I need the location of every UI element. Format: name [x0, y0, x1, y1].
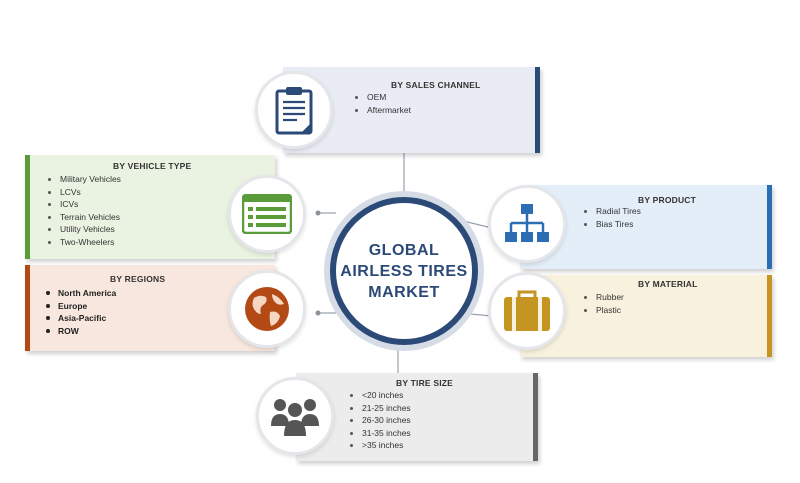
segment-items: Rubber Plastic	[582, 291, 624, 316]
briefcase-icon	[488, 272, 566, 350]
segment-title: BY VEHICLE TYPE	[113, 161, 192, 171]
list-item: Radial Tires	[582, 205, 641, 218]
list-item: Utility Vehicles	[46, 223, 121, 236]
clipboard-icon	[255, 71, 333, 149]
connector-product	[454, 218, 493, 229]
segment-items: OEM Aftermarket	[353, 91, 411, 116]
people-group-icon	[256, 377, 334, 455]
list-item: Terrain Vehicles	[46, 211, 121, 224]
market-title-line: AIRLESS TIRES	[340, 262, 468, 280]
list-item: Plastic	[582, 304, 624, 317]
globe-icon	[228, 270, 306, 348]
hierarchy-icon	[488, 185, 566, 263]
market-title-circle: GLOBAL AIRLESS TIRES MARKET	[330, 197, 478, 345]
list-item: ROW	[44, 325, 116, 338]
list-item: Asia-Pacific	[44, 312, 116, 325]
list-window-icon	[228, 175, 306, 253]
list-item: OEM	[353, 91, 411, 104]
list-item: Europe	[44, 300, 116, 313]
list-item: Rubber	[582, 291, 624, 304]
segment-items: Military Vehicles LCVs ICVs Terrain Vehi…	[46, 173, 121, 248]
list-item: Military Vehicles	[46, 173, 121, 186]
segment-items: Radial Tires Bias Tires	[582, 205, 641, 230]
market-title-line: MARKET	[368, 283, 440, 301]
list-item: Aftermarket	[353, 104, 411, 117]
list-item: Bias Tires	[582, 218, 641, 231]
list-item: North America	[44, 287, 116, 300]
segment-card-tire-size: BY TIRE SIZE <20 inches 21-25 inches 26-…	[296, 373, 538, 461]
segment-title: BY SALES CHANNEL	[391, 80, 481, 90]
list-item: <20 inches	[348, 389, 411, 402]
segment-title: BY PRODUCT	[638, 195, 697, 205]
list-item: >35 inches	[348, 439, 411, 452]
segment-items: North America Europe Asia-Pacific ROW	[44, 287, 116, 337]
list-item: 21-25 inches	[348, 402, 411, 415]
segment-title: BY MATERIAL	[638, 279, 698, 289]
market-title-line: GLOBAL	[368, 241, 440, 259]
list-item: ICVs	[46, 198, 121, 211]
segment-title: BY TIRE SIZE	[396, 378, 454, 388]
list-item: Two-Wheelers	[46, 236, 121, 249]
list-item: LCVs	[46, 186, 121, 199]
segment-title: BY REGIONS	[110, 274, 166, 284]
list-item: 31-35 inches	[348, 427, 411, 440]
list-item: 26-30 inches	[348, 414, 411, 427]
segment-items: <20 inches 21-25 inches 26-30 inches 31-…	[348, 389, 411, 452]
